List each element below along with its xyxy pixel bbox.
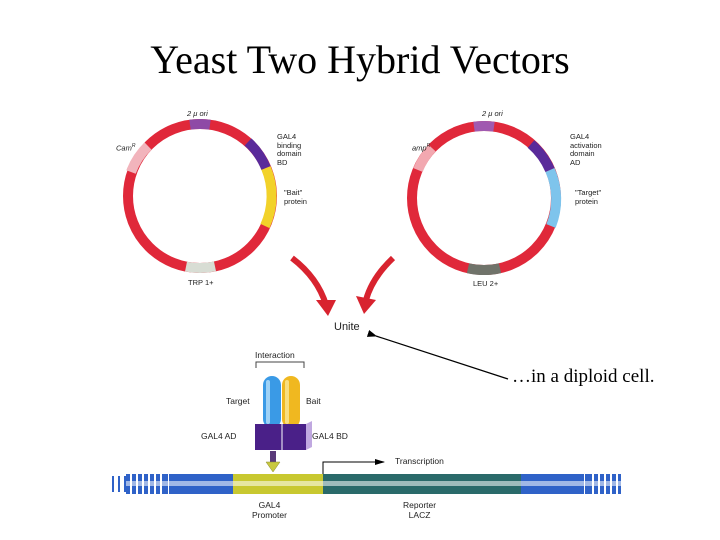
promoter-label: GAL4 Promoter [252, 500, 287, 520]
bait-resistance-label: CamR [116, 143, 136, 153]
target-marker-label: LEU 2+ [473, 279, 499, 288]
bait-ori-label: 2 μ ori [187, 109, 208, 118]
diploid-annotation: …in a diploid cell. [512, 366, 655, 387]
reporter-label: Reporter LACZ [403, 500, 437, 520]
target-insert-label: "Target" protein [575, 188, 602, 206]
target-plasmid-ring [407, 121, 562, 275]
gal4-ad-box [255, 424, 282, 450]
unite-arrows [290, 255, 396, 316]
bait-plasmid-ring [123, 119, 277, 273]
transcription-label: Transcription [395, 456, 444, 466]
gal4-bd-box [282, 424, 306, 450]
transcription-arrow [322, 459, 385, 474]
target-capsule [263, 376, 281, 428]
target-ori-label: 2 μ ori [482, 109, 503, 118]
annotation-arrow [366, 329, 509, 380]
target-label: Target [226, 396, 250, 406]
slide-title: Yeast Two Hybrid Vectors [150, 37, 570, 82]
bait-label: Bait [306, 396, 321, 406]
gal4-bd-label: GAL4 BD [312, 431, 348, 441]
bait-capsule [282, 376, 300, 428]
bait-domain-label: GAL4 binding domain BD [277, 132, 302, 167]
interaction-label: Interaction [255, 350, 295, 360]
target-domain-label: GAL4 activation domain AD [570, 132, 602, 167]
bait-marker-label: TRP 1+ [188, 278, 214, 287]
gal4-ad-label: GAL4 AD [201, 431, 237, 441]
bait-insert-label: "Bait" protein [284, 188, 307, 206]
dna-strand [110, 474, 621, 494]
target-resistance-label: ampR [412, 143, 431, 153]
unite-label: Unite [334, 321, 360, 333]
